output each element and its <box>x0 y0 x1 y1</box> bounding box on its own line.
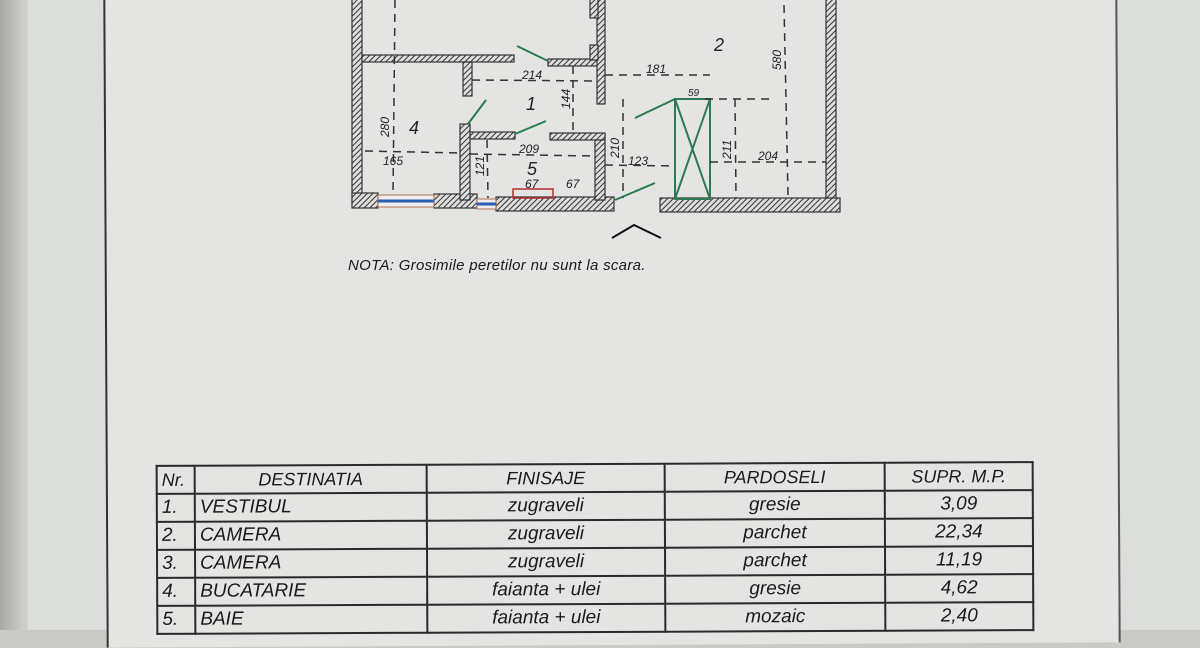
cell-finisaje: zugraveli <box>426 519 665 549</box>
cell-suprafata: 11,19 <box>884 546 1034 575</box>
dim-210: 210 <box>608 138 622 159</box>
dim-181: 181 <box>646 62 666 76</box>
cell-destinatia: BUCATARIE <box>195 576 428 606</box>
dim-214: 214 <box>521 68 542 82</box>
header-destinatia: DESTINATIA <box>194 464 427 494</box>
cell-destinatia: CAMERA <box>194 520 428 550</box>
cell-nr: 3. <box>157 549 196 578</box>
cell-suprafata: 2,40 <box>885 602 1034 631</box>
header-suprafata: SUPR. M.P. <box>884 462 1033 491</box>
cell-pardoseli: gresie <box>664 490 885 520</box>
room-label-4: 4 <box>409 118 419 138</box>
cell-suprafata: 22,34 <box>884 518 1033 547</box>
dim-121: 121 <box>473 156 487 176</box>
cell-nr: 1. <box>156 493 195 522</box>
dim-280: 280 <box>378 117 392 138</box>
entrance-arrow-icon <box>611 223 662 239</box>
table-row: 2. CAMERA zugraveli parchet 22,34 <box>156 518 1033 550</box>
cell-suprafata: 4,62 <box>885 574 1034 603</box>
walls <box>351 0 841 213</box>
dim-211: 211 <box>720 140 734 160</box>
table-row: 1. VESTIBUL zugraveli gresie 3,09 <box>156 490 1033 522</box>
dim-144: 144 <box>559 89 573 109</box>
cell-destinatia: VESTIBUL <box>194 492 427 522</box>
floor-plan: 2 1 4 5 214 181 59 165 209 123 204 67 67… <box>351 0 841 239</box>
cell-finisaje: faianta + ulei <box>427 575 666 605</box>
plan-note: NOTA: Grosimile peretilor nu sunt la sca… <box>348 257 646 274</box>
dim-204: 204 <box>757 149 778 163</box>
cell-nr: 4. <box>157 577 196 606</box>
cell-pardoseli: mozaic <box>665 602 886 632</box>
room-label-1: 1 <box>526 94 536 114</box>
windows <box>377 188 554 210</box>
dim-580: 580 <box>770 50 784 70</box>
dim-59: 59 <box>688 88 700 99</box>
header-finisaje: FINISAJE <box>426 463 665 493</box>
table-row: 5. BAIE faianta + ulei mozaic 2,40 <box>157 602 1034 634</box>
dimension-lines <box>364 0 826 199</box>
header-pardoseli: PARDOSELI <box>664 462 885 492</box>
doors <box>467 45 711 201</box>
cell-destinatia: BAIE <box>195 604 428 634</box>
table-row: 3. CAMERA zugraveli parchet 11,19 <box>157 546 1034 578</box>
dim-67-b: 67 <box>566 177 581 191</box>
room-label-5: 5 <box>527 159 538 179</box>
cell-suprafata: 3,09 <box>884 490 1033 519</box>
dim-165: 165 <box>383 154 403 168</box>
cell-finisaje: zugraveli <box>426 491 665 521</box>
cell-pardoseli: parchet <box>664 546 886 576</box>
cell-finisaje: zugraveli <box>427 547 666 577</box>
rooms-table: Nr. DESTINATIA FINISAJE PARDOSELI SUPR. … <box>156 461 1035 635</box>
table-row: 4. BUCATARIE faianta + ulei gresie 4,62 <box>157 574 1034 606</box>
dim-209: 209 <box>518 142 539 156</box>
header-nr: Nr. <box>156 465 195 494</box>
room-label-2: 2 <box>713 35 724 55</box>
dim-67-a: 67 <box>525 177 540 191</box>
cell-destinatia: CAMERA <box>195 548 428 578</box>
paper-edge <box>0 0 28 630</box>
dim-123: 123 <box>628 154 648 168</box>
cell-finisaje: faianta + ulei <box>427 603 666 633</box>
cell-pardoseli: gresie <box>665 574 886 604</box>
note-prefix: NOTA: <box>348 257 395 274</box>
cell-nr: 2. <box>156 521 196 550</box>
table-header-row: Nr. DESTINATIA FINISAJE PARDOSELI SUPR. … <box>156 462 1033 494</box>
note-text: Grosimile peretilor nu sunt la scara. <box>398 257 646 274</box>
cell-pardoseli: parchet <box>664 518 885 548</box>
